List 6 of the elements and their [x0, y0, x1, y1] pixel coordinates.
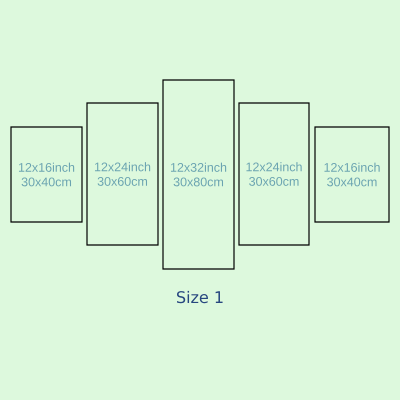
- panel-box: 12x16inch 30x40cm: [314, 126, 390, 223]
- panel-box: 12x24inch 30x60cm: [238, 102, 310, 246]
- panel-box: 12x24inch 30x60cm: [86, 102, 159, 246]
- panel-box: 12x16inch 30x40cm: [10, 126, 83, 223]
- caption: Size 1: [177, 290, 223, 304]
- panel-box: 12x32inch 30x80cm: [162, 79, 235, 270]
